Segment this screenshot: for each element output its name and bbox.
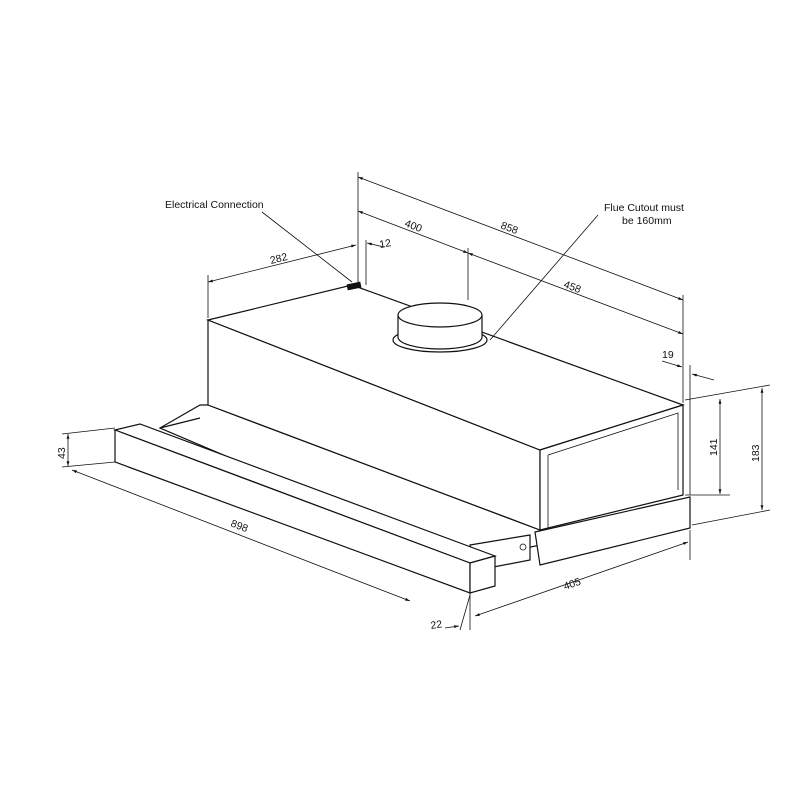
dim-898: 898 <box>229 518 250 536</box>
electrical-connection-label: Electrical Connection <box>165 199 264 211</box>
dim-183: 183 <box>750 444 762 462</box>
dim-12: 12 <box>378 237 392 251</box>
dim-458: 458 <box>562 279 583 297</box>
dim-400: 400 <box>403 218 424 236</box>
dim-19: 19 <box>662 349 674 361</box>
dim-858: 858 <box>499 220 520 238</box>
dimension-lines <box>66 176 764 629</box>
dim-282: 282 <box>269 251 289 267</box>
dim-141: 141 <box>708 438 720 456</box>
dim-405: 405 <box>562 576 583 593</box>
flue-note-line1: Flue Cutout must <box>604 202 684 214</box>
electrical-connection-block <box>346 281 362 291</box>
dim-43: 43 <box>56 447 68 459</box>
flue-note-line2: be 160mm <box>622 215 672 227</box>
dim-22: 22 <box>430 618 443 632</box>
hood-body <box>206 281 691 566</box>
flue-spigot <box>392 302 488 353</box>
